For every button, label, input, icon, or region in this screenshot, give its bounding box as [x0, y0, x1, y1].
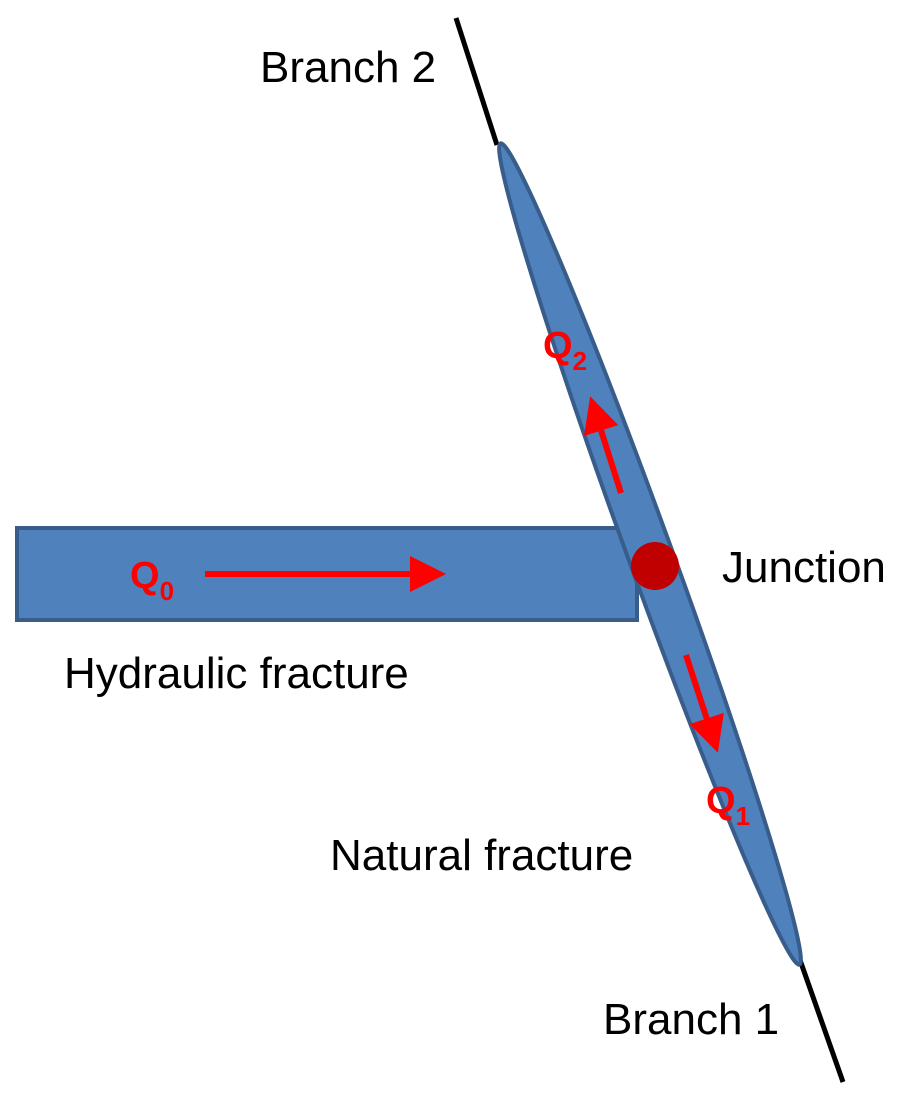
branch-1-label: Branch 1	[603, 995, 779, 1044]
hydraulic-fracture-label: Hydraulic fracture	[64, 649, 409, 698]
q1-label: Q1	[706, 780, 750, 831]
natural-fracture-label: Natural fracture	[330, 831, 633, 880]
junction-point	[631, 542, 679, 590]
q1-arrow	[683, 654, 724, 753]
q2-label: Q2	[543, 325, 587, 376]
junction-label: Junction	[722, 543, 886, 592]
q0-label: Q0	[130, 555, 174, 606]
q2-arrow	[583, 396, 624, 494]
branch-2-line	[453, 17, 500, 146]
branch-2-label: Branch 2	[260, 43, 436, 92]
branch-1-line	[797, 959, 846, 1083]
